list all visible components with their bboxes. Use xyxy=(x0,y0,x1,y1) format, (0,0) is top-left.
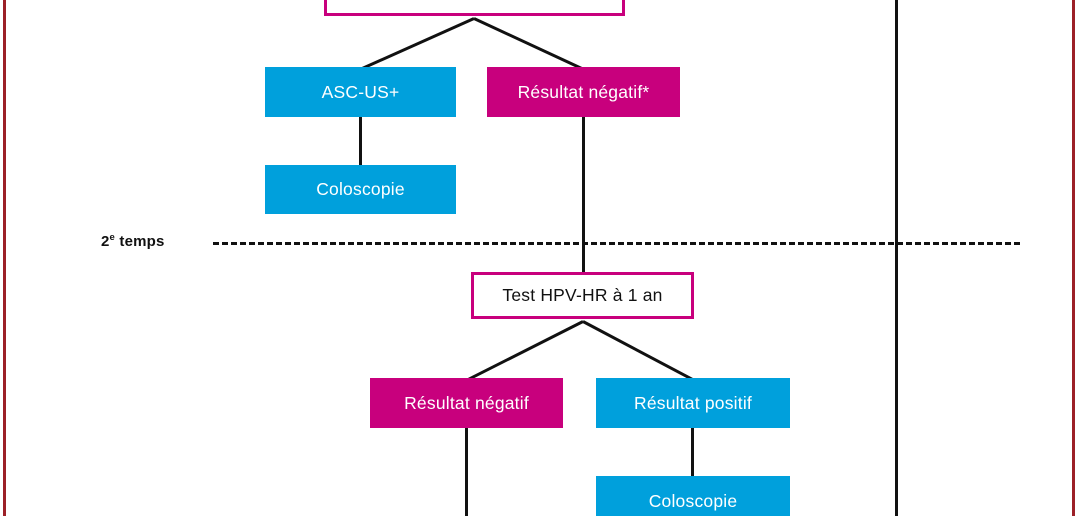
page-frame-right-border xyxy=(1072,0,1075,516)
phase-label-number: 2 xyxy=(101,233,110,250)
node-resultat-positif[interactable]: Résultat positif xyxy=(596,378,790,428)
node-test-hpv-hr-1-an[interactable]: Test HPV-HR à 1 an xyxy=(471,272,694,319)
node-asc-us-plus[interactable]: ASC-US+ xyxy=(265,67,456,117)
connector-resultat-negatif-star-to-test-hpv xyxy=(582,117,585,272)
connector-test-to-resultat-positif xyxy=(582,320,696,382)
phase-label-text: temps xyxy=(115,233,165,250)
phase-separator-dashed-line xyxy=(213,242,1020,245)
phase-label-second-step: 2e temps xyxy=(101,232,165,250)
connector-top-to-ascus xyxy=(359,17,475,71)
connector-ascus-to-coloscopie xyxy=(359,117,362,165)
connector-test-to-resultat-negatif xyxy=(465,320,584,382)
column-divider-line xyxy=(895,0,898,516)
connector-resultat-positif-to-coloscopie xyxy=(691,428,694,476)
connector-resultat-negatif-down xyxy=(465,428,468,516)
page-frame-left-border xyxy=(3,0,6,516)
node-top-test-box[interactable] xyxy=(324,0,625,16)
node-resultat-negatif[interactable]: Résultat négatif xyxy=(370,378,563,428)
phase-label-ordinal-suffix: e xyxy=(109,232,116,243)
node-coloscopie-second[interactable]: Coloscopie xyxy=(596,476,790,516)
node-resultat-negatif-star[interactable]: Résultat négatif* xyxy=(487,67,680,117)
connector-top-to-resultat-negatif-star xyxy=(473,17,584,71)
node-coloscopie-first[interactable]: Coloscopie xyxy=(265,165,456,214)
